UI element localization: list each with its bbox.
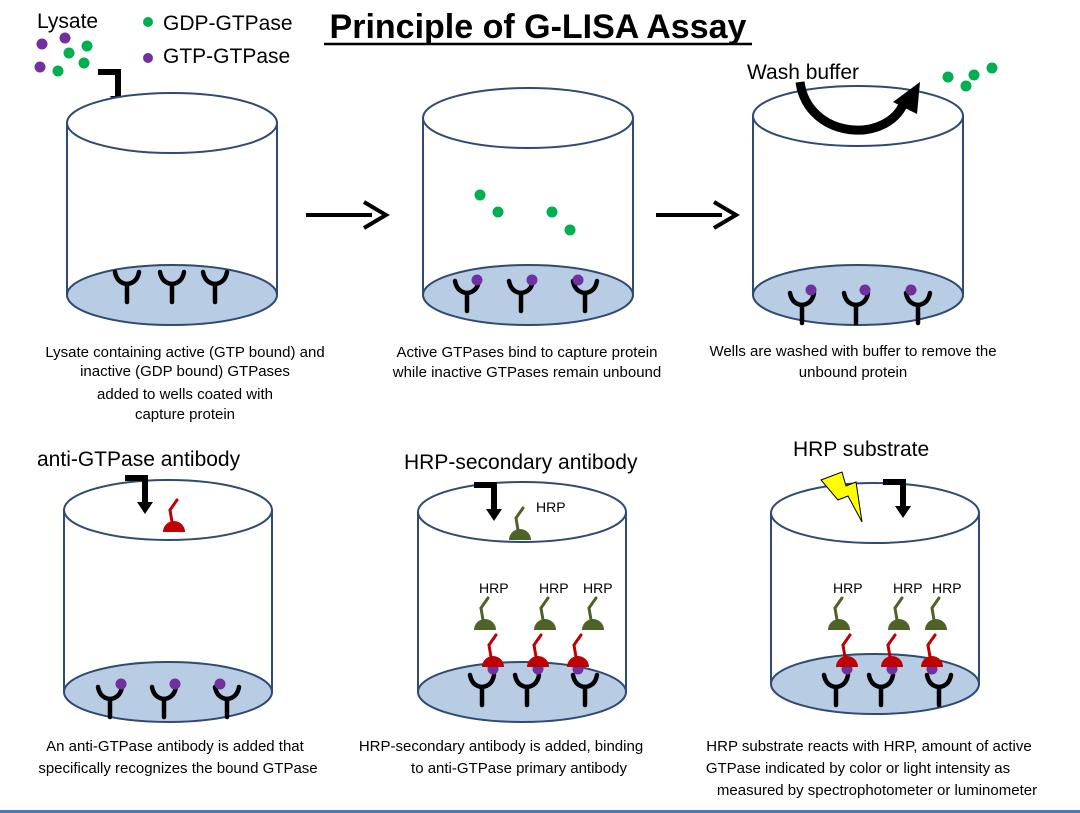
panel-5-label: HRP-secondary antibody <box>404 451 638 474</box>
legend-gtp-label: GTP-GTPase <box>163 45 290 68</box>
panel-6: HRP substrate HRP HRP HRP HRP substrate … <box>706 438 1037 799</box>
hrp-tag: HRP <box>833 580 863 596</box>
lysate-dots <box>34 32 93 77</box>
secondary-antibody <box>826 596 852 632</box>
primary-antibody <box>879 633 905 669</box>
bottom-border <box>0 810 1080 813</box>
panel-6-caption-line: measured by spectrophotometer or luminom… <box>717 782 1037 799</box>
right-arrow-icon <box>304 200 388 230</box>
legend-gdp-dot <box>143 17 153 27</box>
secondary-antibody <box>580 596 606 632</box>
bound-gtp-dot <box>169 678 181 690</box>
panel-3: Wash buffer Wells are washed with buffer… <box>709 61 998 381</box>
secondary-antibody <box>472 596 498 632</box>
panel-2: Active GTPases bind to capture protein w… <box>392 87 661 381</box>
hrp-tag: HRP <box>932 580 962 596</box>
lightning-icon <box>820 471 863 523</box>
secondary-antibody <box>923 596 949 632</box>
right-arrow-icon <box>654 200 738 230</box>
panel-6-caption-line: HRP substrate reacts with HRP, amount of… <box>706 738 1031 755</box>
well-3 <box>752 85 964 326</box>
bound-gtp-dot <box>572 274 584 286</box>
unbound-gdp-dots <box>474 189 576 236</box>
primary-antibody <box>525 633 551 669</box>
panel-1-caption-line: inactive (GDP bound) GTPases <box>80 363 290 380</box>
panel-2-caption-line: Active GTPases bind to capture protein <box>397 344 658 361</box>
primary-antibody <box>480 633 506 669</box>
hrp-tag: HRP <box>893 580 923 596</box>
panel-6-caption-line: GTPase indicated by color or light inten… <box>706 760 1010 777</box>
legend-gdp-label: GDP-GTPase <box>163 12 293 35</box>
panel-4-caption-line: An anti-GTPase antibody is added that <box>46 738 304 755</box>
panel-2-caption-line: while inactive GTPases remain unbound <box>392 364 661 381</box>
hrp-tag: HRP <box>583 580 613 596</box>
bound-gtp-dot <box>805 284 817 296</box>
washed-away-dots <box>942 62 998 92</box>
panel-1: Lysate Lysate containing active (GTP bou… <box>34 10 325 423</box>
panel-3-label: Wash buffer <box>747 61 859 84</box>
panel-1-label: Lysate <box>37 10 98 33</box>
bound-gtp-dot <box>859 284 871 296</box>
panel-4-caption-line: specifically recognizes the bound GTPase <box>38 760 317 777</box>
panel-5-caption-line: HRP-secondary antibody is added, binding <box>359 738 643 755</box>
curved-wash-arrow-icon <box>795 81 920 135</box>
panel-3-caption-line: Wells are washed with buffer to remove t… <box>709 343 996 360</box>
primary-antibody <box>565 633 591 669</box>
hrp-tag: HRP <box>536 499 566 515</box>
well-4 <box>63 479 273 723</box>
legend-gtp-dot <box>143 53 153 63</box>
panel-1-caption-line: added to wells coated with <box>97 386 273 403</box>
panel-3-caption-line: unbound protein <box>799 364 907 381</box>
primary-antibody <box>919 633 945 669</box>
bound-gtp-dot <box>526 274 538 286</box>
panel-6-label: HRP substrate <box>793 438 929 461</box>
page-title: Principle of G-LISA Assay <box>330 8 747 46</box>
bound-gtp-dot <box>471 274 483 286</box>
panel-5-caption-line: to anti-GTPase primary antibody <box>411 760 627 777</box>
legend: GDP-GTPase GTP-GTPase <box>143 12 293 68</box>
bound-gtp-dot <box>214 678 226 690</box>
hrp-tag: HRP <box>539 580 569 596</box>
bound-gtp-dot <box>115 678 127 690</box>
panel-4: anti-GTPase antibody An anti-GTPase anti… <box>37 448 318 777</box>
panel-5: HRP-secondary antibody HRP HRP HRP HRP H… <box>359 451 643 777</box>
panel-1-caption-line: capture protein <box>135 406 235 423</box>
panel-1-caption-line: Lysate containing active (GTP bound) and <box>45 344 324 361</box>
secondary-antibody <box>886 596 912 632</box>
secondary-antibody <box>532 596 558 632</box>
hrp-tag: HRP <box>479 580 509 596</box>
panel-4-label: anti-GTPase antibody <box>37 448 241 471</box>
primary-antibody <box>834 633 860 669</box>
bound-gtp-dot <box>905 284 917 296</box>
